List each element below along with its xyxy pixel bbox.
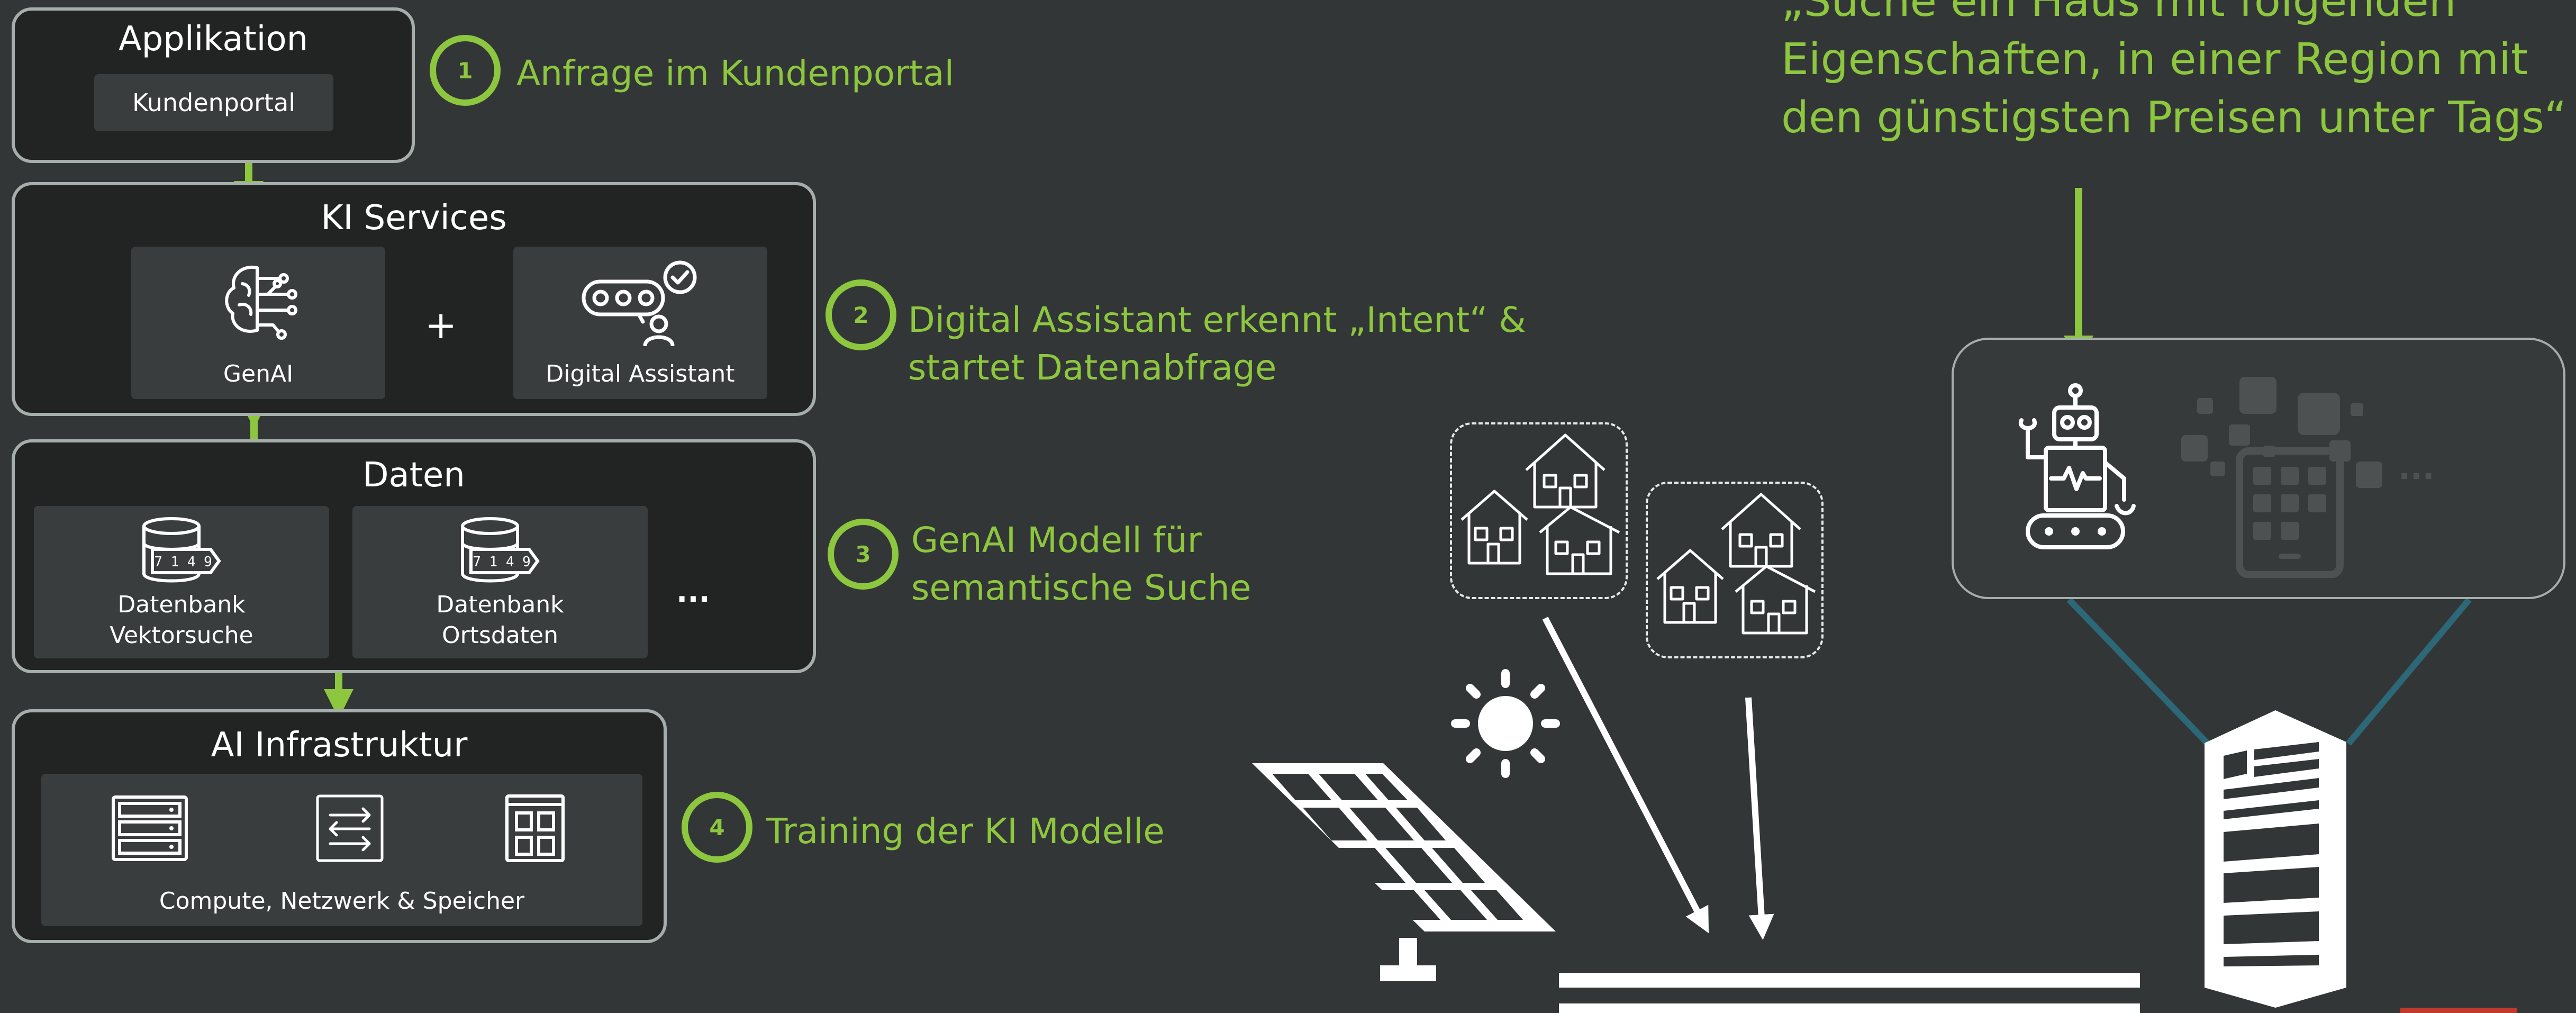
daten-title: Daten: [362, 456, 465, 495]
db2-label-line1: Datenbank: [436, 591, 564, 618]
db1-label-line2: Vektorsuche: [110, 622, 253, 649]
db2-label-line2: Ortsdaten: [442, 622, 558, 649]
step-1-text: Anfrage im Kundenportal: [516, 53, 954, 94]
db-ortsdaten-tile[interactable]: 7 1 4 9 Datenbank Ortsdaten: [352, 506, 648, 658]
kundenportal-tile[interactable]: Kundenportal: [94, 74, 333, 131]
step-2-text: Digital Assistant erkennt „Intent“ & sta…: [908, 300, 1526, 388]
assistant-panel: ...: [1952, 338, 2565, 599]
step-1-badge: 1: [430, 35, 501, 106]
infra-caption: Compute, Netzwerk & Speicher: [159, 888, 525, 915]
daten-box: Daten 7 1 4 9 Datenbank Vektorsuche 7 1 …: [12, 439, 816, 673]
network-transfer-icon: [316, 794, 384, 862]
db-code: 7 1 4 9: [154, 554, 212, 570]
house-cluster-1: [1450, 422, 1628, 599]
sun-icon: [1451, 669, 1560, 778]
solar-panel-icon: [1252, 763, 1556, 981]
genai-label: GenAI: [223, 360, 294, 387]
digital-assistant-label: Digital Assistant: [546, 360, 735, 387]
connector-line: [2066, 597, 2210, 746]
robot-icon: [2019, 383, 2136, 549]
storage-grid-icon: [505, 794, 565, 862]
server-tower-icon: [2205, 710, 2346, 1008]
plus-sign: +: [425, 303, 457, 347]
ki-services-box: KI Services GenAI + Digit: [12, 182, 816, 416]
applikation-title: Applikation: [118, 20, 309, 59]
houses-icon: [1656, 493, 1816, 635]
step-3-text: GenAI Modell für semantische Suche: [911, 520, 1251, 608]
digital-assistant-tile[interactable]: Digital Assistant: [513, 247, 767, 399]
ground-line: [1559, 1003, 2140, 1013]
kundenportal-label: Kundenportal: [132, 88, 296, 117]
db-code: 7 1 4 9: [473, 554, 531, 570]
brain-circuit-icon: [225, 265, 297, 340]
step-4-badge: 4: [682, 792, 752, 863]
ki-services-title: KI Services: [321, 198, 507, 238]
customer-query-quote: „Suche ein Haus mit folgenden Eigenschaf…: [1781, 0, 2567, 143]
tablet-apps-icon: [2181, 377, 2382, 578]
server-rack-icon: [112, 795, 188, 861]
chatbot-assistant-icon: [582, 260, 697, 346]
connector-line: [2346, 598, 2472, 746]
step-2-badge: 2: [826, 279, 896, 350]
database-icon: 7 1 4 9: [142, 517, 221, 583]
more-ellipsis: ...: [676, 575, 710, 609]
step-4-text: Training der KI Modelle: [766, 811, 1165, 852]
applikation-box: Applikation Kundenportal: [12, 7, 415, 163]
db1-label-line1: Datenbank: [117, 591, 246, 618]
arrow-houses-2: [1745, 697, 1774, 940]
house-cluster-2: [1646, 482, 1824, 658]
arrow-houses-1: [1542, 617, 1709, 934]
ground-line: [1559, 973, 2140, 988]
step-3-badge: 3: [828, 519, 899, 590]
ai-infrastruktur-title: AI Infrastruktur: [211, 726, 468, 765]
db-vektorsuche-tile[interactable]: 7 1 4 9 Datenbank Vektorsuche: [34, 506, 329, 658]
genai-tile[interactable]: GenAI: [131, 247, 385, 399]
database-icon: 7 1 4 9: [461, 517, 540, 583]
houses-icon: [1461, 433, 1620, 575]
ai-infrastruktur-box: AI Infrastruktur Compute: [12, 709, 667, 943]
infra-tile[interactable]: Compute, Netzwerk & Speicher: [41, 774, 642, 926]
corner-mark: [2400, 1008, 2517, 1013]
panel-more-ellipsis: ...: [2398, 450, 2435, 487]
